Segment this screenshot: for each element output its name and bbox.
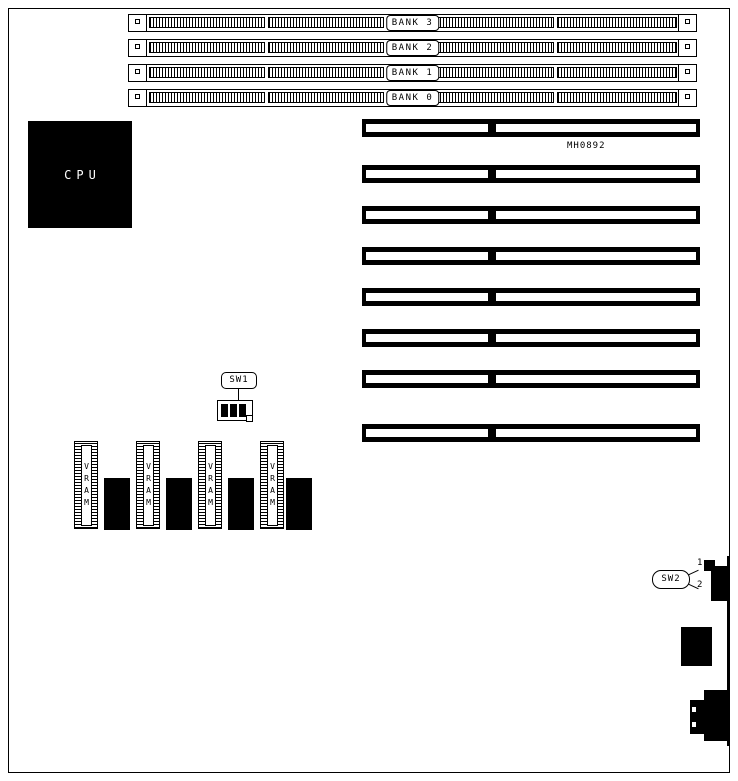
clip-hole-icon [135,19,140,24]
simm-module-segment [436,67,554,78]
clip-hole-icon [135,44,140,49]
dip-switch-position [239,404,246,417]
simm-module-segment [557,17,677,28]
simm-socket-bank0: BANK 0 [128,89,697,107]
clip-hole-icon [685,94,690,99]
connector-pin-dot [692,707,696,712]
slot-contact-strip [496,375,696,383]
simm-module-segment [557,42,677,53]
clip-hole-icon [135,69,140,74]
dip-switch-position [221,404,228,417]
expansion-slot-2 [362,165,700,183]
expansion-slot-8 [362,424,700,442]
expansion-slot-6 [362,329,700,347]
rear-connector-bottom-tab [690,700,706,734]
socket-clip-icon [678,15,696,31]
memory-chip [228,478,254,530]
slot-contact-strip [366,211,488,219]
sw2-pin-2-label: 2 [697,580,703,590]
cpu-label: CPU [64,167,101,182]
simm-module-segment [557,67,677,78]
bank3-label: BANK 3 [385,15,440,31]
expansion-slot-1 [362,119,700,137]
clip-hole-icon [685,19,690,24]
socket-clip-icon [129,40,147,56]
simm-module-segment [149,67,265,78]
simm-socket-bank2: BANK 2 [128,39,697,57]
simm-module-segment [268,17,384,28]
part-number-label: MH0892 [567,141,606,151]
vram-chip-1: VRAM [74,441,98,529]
simm-module-segment [268,92,384,103]
socket-clip-icon [129,90,147,106]
vram-chip-label: VRAM [143,445,154,526]
expansion-slot-7 [362,370,700,388]
slot-contact-strip [366,334,488,342]
memory-chip [104,478,130,530]
slot-contact-strip [496,334,696,342]
simm-module-segment [268,42,384,53]
dip-switch-pin1-marker [246,415,253,422]
simm-module-segment [149,92,265,103]
expansion-slot-3 [362,206,700,224]
connector-pin-dot [692,722,696,727]
socket-clip-icon [678,90,696,106]
slot-contact-strip [366,124,488,132]
memory-chip [286,478,312,530]
rear-connector-bottom [704,690,730,741]
slot-contact-strip [366,252,488,260]
slot-contact-strip [366,375,488,383]
socket-clip-icon [678,65,696,81]
clip-hole-icon [135,94,140,99]
memory-chip [166,478,192,530]
simm-module-segment [436,17,554,28]
vram-chip-label: VRAM [205,445,216,526]
rear-connector-top [711,566,730,601]
bank1-label: BANK 1 [385,65,440,81]
slot-contact-strip [496,252,696,260]
simm-socket-bank3: BANK 3 [128,14,697,32]
diagram-border [8,8,730,773]
slot-contact-strip [496,170,696,178]
vram-chip-2: VRAM [136,441,160,529]
simm-module-segment [436,92,554,103]
slot-contact-strip [366,293,488,301]
sw2-switch-block [704,560,715,571]
bank2-label: BANK 2 [385,40,440,56]
slot-contact-strip [366,429,488,437]
simm-module-segment [268,67,384,78]
slot-contact-strip [496,293,696,301]
expansion-slot-4 [362,247,700,265]
vram-chip-3: VRAM [198,441,222,529]
vram-chip-4: VRAM [260,441,284,529]
board-edge [727,556,730,746]
simm-module-segment [149,17,265,28]
simm-socket-bank1: BANK 1 [128,64,697,82]
sw2-callout: SW2 [652,570,690,589]
simm-module-segment [436,42,554,53]
bank0-label: BANK 0 [385,90,440,106]
vram-chip-label: VRAM [81,445,92,526]
sw1-callout: SW1 [221,372,257,389]
sw1-callout-line [238,389,239,400]
sw1-dip-switch [217,400,253,421]
slot-contact-strip [496,429,696,437]
slot-contact-strip [496,124,696,132]
socket-clip-icon [678,40,696,56]
simm-module-segment [149,42,265,53]
socket-clip-icon [129,15,147,31]
socket-clip-icon [129,65,147,81]
simm-module-segment [557,92,677,103]
vram-chip-label: VRAM [267,445,278,526]
slot-contact-strip [366,170,488,178]
sw2-pin-1-label: 1 [697,558,703,568]
cpu-chip: CPU [28,121,132,228]
expansion-slot-5 [362,288,700,306]
clip-hole-icon [685,69,690,74]
dip-switch-position [230,404,237,417]
slot-contact-strip [496,211,696,219]
clip-hole-icon [685,44,690,49]
rear-port-middle [681,627,712,666]
